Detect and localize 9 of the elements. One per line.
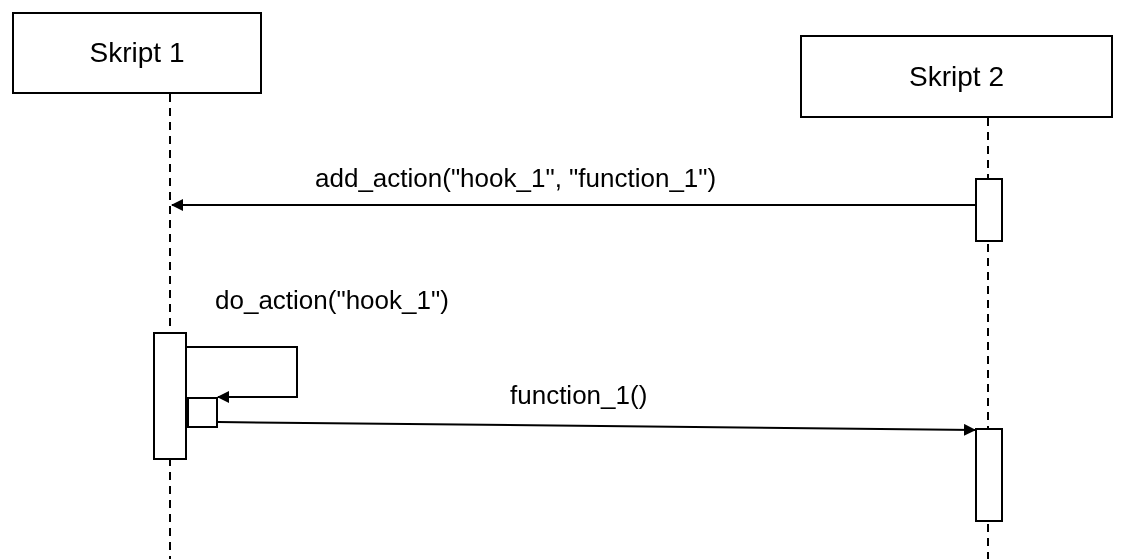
activation-bar [975,428,1003,522]
message-arrow [217,421,976,436]
activation-bar [975,178,1003,242]
message-arrow [186,346,298,403]
participant-box: Skript 2 [800,35,1113,118]
activation-bar [153,332,187,460]
participant-box: Skript 1 [12,12,262,94]
message-arrow [171,199,976,211]
activation-bar [187,397,218,428]
